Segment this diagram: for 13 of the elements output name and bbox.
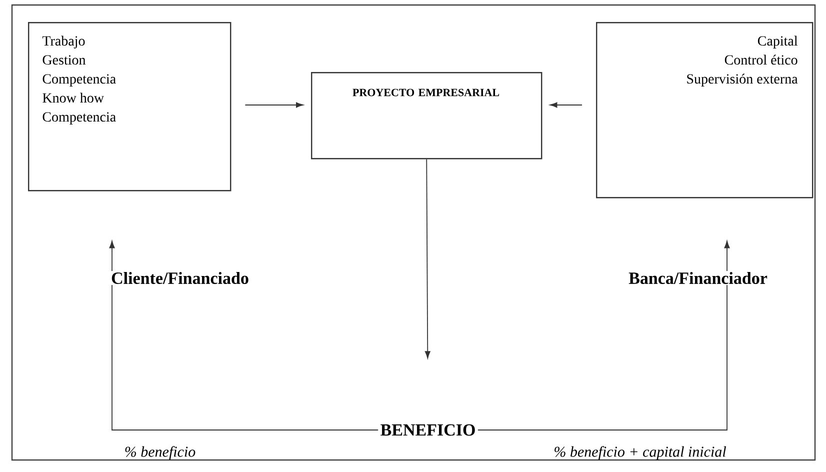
role-label: Banca/Financiador: [628, 271, 768, 285]
edge-label: % beneficio + capital inicial: [554, 446, 726, 460]
arrow: [109, 240, 379, 430]
arrow: [424, 158, 430, 358]
arrow: [477, 240, 730, 430]
edge-label: % beneficio: [125, 446, 196, 460]
arrow: [550, 102, 582, 108]
list-box: Capital Control ético Supervisión externa: [596, 22, 814, 198]
arrow: [244, 102, 304, 108]
list-box: Trabajo Gestion Competencia Know how Competencia: [28, 22, 232, 192]
result-label: BENEFICIO: [380, 424, 475, 436]
role-label: Cliente/Financiado: [110, 271, 250, 285]
process-box: PROYECTO EMPRESARIAL: [311, 72, 542, 160]
